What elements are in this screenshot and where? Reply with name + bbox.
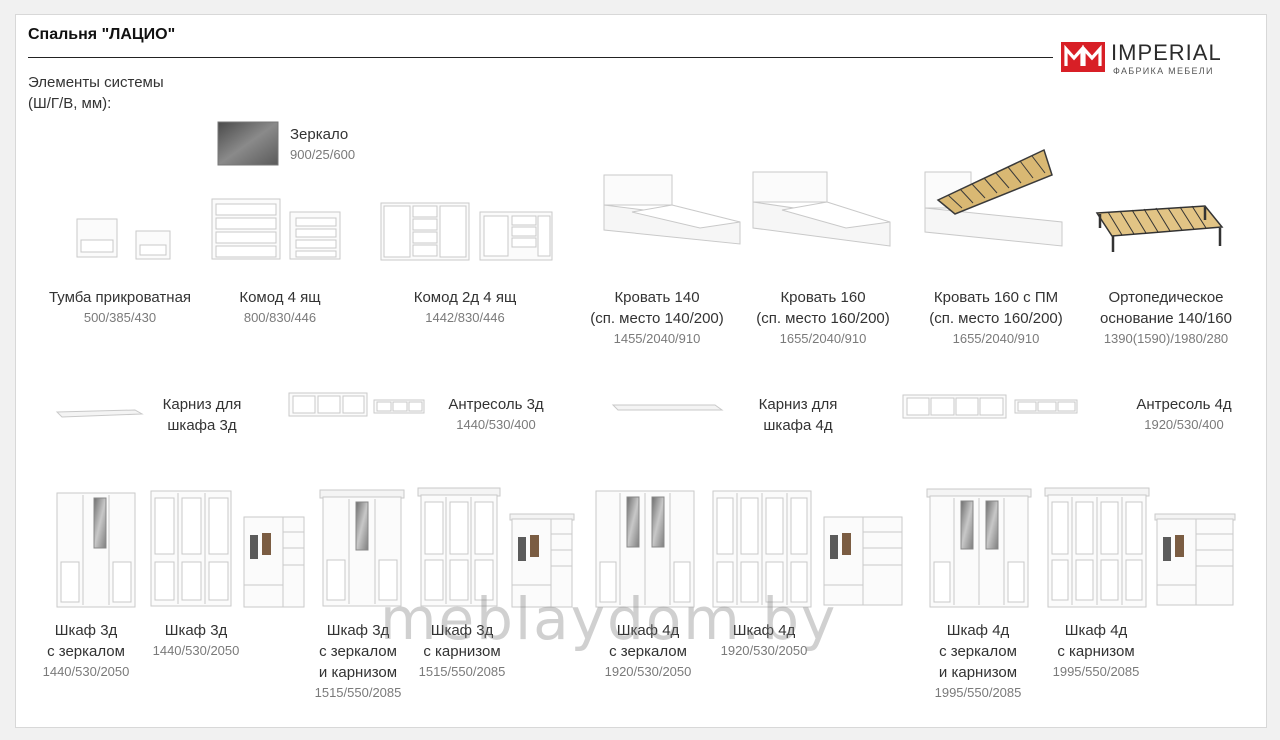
item-name: Антресоль 3д [448,396,544,413]
wardrobe4c-label: Шкаф 4д с карнизом 1995/550/2085 [1038,620,1154,681]
item-subname: и карнизом [938,664,1018,681]
item-subname: с зеркалом [47,643,125,660]
item-subname: с зеркалом [939,643,1017,660]
item-dims: 1655/2040/910 [952,331,1040,346]
item-subname: с зеркалом [609,643,687,660]
mirror-label: Зеркало 900/25/600 [290,124,355,164]
item-subname: основание 140/160 [1099,310,1232,327]
item-subname: с карнизом [423,643,501,660]
caption-line-1: Элементы системы [28,74,164,91]
item-name: Шкаф 4д [1064,622,1128,639]
item-subname: с карнизом [1057,643,1135,660]
item-name: Шкаф 3д [164,622,228,639]
item-dims: 1995/550/2085 [934,685,1022,700]
dresser4-label: Комод 4 ящ 800/830/446 [220,287,340,327]
nightstand-label: Тумба прикроватная 500/385/430 [40,287,200,327]
item-name: Шкаф 4д [946,622,1010,639]
item-dims: 1920/530/400 [1144,417,1224,432]
item-subname: с зеркалом [319,643,397,660]
brand-name: IMPERIAL [1111,40,1222,65]
page-title: Спальня "ЛАЦИО" [28,26,176,43]
antresol3-label: Антресоль 3д 1440/530/400 [436,394,556,434]
bed160-label: Кровать 160 (сп. место 160/200) 1655/204… [748,287,898,348]
item-dims: 1455/2040/910 [613,331,701,346]
item-name: Шкаф 3д [430,622,494,639]
item-subname: (сп. место 140/200) [590,310,724,327]
item-subname: (сп. место 160/200) [929,310,1063,327]
item-subname: шкафа 3д [167,417,237,434]
wardrobe4-label: Шкаф 4д 1920/530/2050 [706,620,822,660]
item-dims: 1920/530/2050 [720,643,808,658]
item-dims: 1995/550/2085 [1052,664,1140,679]
wardrobe4mc-label: Шкаф 4д с зеркалом и карнизом 1995/550/2… [920,620,1036,702]
item-name: Кровать 160 [780,289,866,306]
item-name: Антресоль 4д [1136,396,1232,413]
item-dims: 1390(1590)/1980/280 [1103,331,1229,346]
wardrobe4m-label: Шкаф 4д с зеркалом 1920/530/2050 [590,620,706,681]
brand-mark-icon [1061,42,1105,72]
item-subname: (сп. место 160/200) [756,310,890,327]
item-name: Кровать 140 [614,289,700,306]
item-subname: шкафа 4д [763,417,833,434]
antresol4-label: Антресоль 4д 1920/530/400 [1124,394,1244,434]
caption-line-2: (Ш/Г/В, мм): [28,95,112,112]
item-dims: 1920/530/2050 [604,664,692,679]
dresser2d4-label: Комод 2д 4 ящ 1442/830/446 [400,287,530,327]
cornice3-label: Карниз для шкафа 3д [150,394,254,436]
elements-caption: Элементы системы (Ш/Г/В, мм): [28,72,164,114]
item-name: Зеркало [290,126,349,143]
title-divider [28,57,1053,58]
wardrobe3mc-label: Шкаф 3д с зеркалом и карнизом 1515/550/2… [300,620,416,702]
item-name: Шкаф 3д [54,622,118,639]
item-dims: 1440/530/2050 [42,664,130,679]
wardrobe3-label: Шкаф 3д 1440/530/2050 [138,620,254,660]
item-dims: 1515/550/2085 [314,685,402,700]
item-dims: 1442/830/446 [425,310,505,325]
item-name: Ортопедическое [1108,289,1224,306]
item-name: Шкаф 4д [616,622,680,639]
item-dims: 500/385/430 [83,310,157,325]
item-name: Тумба прикроватная [48,289,192,306]
brand-logo: IMPERIAL ФАБРИКА МЕБЕЛИ [1061,40,1236,82]
item-name: Шкаф 3д [326,622,390,639]
item-name: Шкаф 4д [732,622,796,639]
item-subname: и карнизом [318,664,398,681]
item-dims: 1515/550/2085 [418,664,506,679]
item-dims: 1655/2040/910 [779,331,867,346]
item-name: Комод 4 ящ [239,289,321,306]
wardrobe3c-label: Шкаф 3д с карнизом 1515/550/2085 [404,620,520,681]
ortho-label: Ортопедическое основание 140/160 1390(15… [1088,287,1244,348]
item-dims: 1440/530/400 [456,417,536,432]
item-name: Карниз для [758,396,838,413]
item-name: Комод 2д 4 ящ [413,289,517,306]
brand-tagline: ФАБРИКА МЕБЕЛИ [1113,66,1214,76]
bed140-label: Кровать 140 (сп. место 140/200) 1455/204… [582,287,732,348]
cornice4-label: Карниз для шкафа 4д [746,394,850,436]
wardrobe3m-label: Шкаф 3д с зеркалом 1440/530/2050 [28,620,144,681]
watermark: meblaydom.by [380,585,838,653]
item-dims: 800/830/446 [243,310,317,325]
item-name: Кровать 160 с ПМ [933,289,1059,306]
item-dims: 1440/530/2050 [152,643,240,658]
item-dims: 900/25/600 [290,147,356,162]
bed160pm-label: Кровать 160 с ПМ (сп. место 160/200) 165… [918,287,1074,348]
item-name: Карниз для [162,396,242,413]
